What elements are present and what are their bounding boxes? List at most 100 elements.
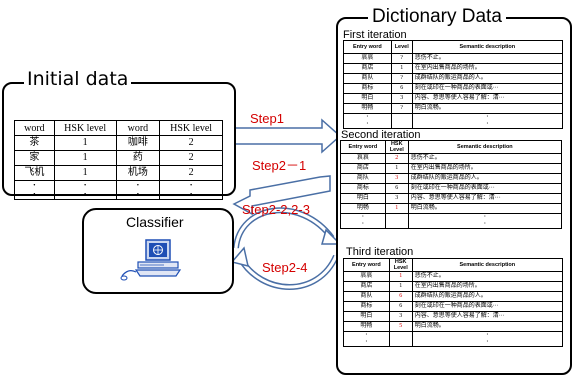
table-cell: · [159, 180, 223, 190]
table-cell: 2 [159, 165, 223, 181]
level-cell [388, 331, 413, 339]
level-cell: 1 [390, 63, 413, 74]
entry-word-cell: 商店 [343, 63, 392, 74]
step1-arrow [232, 118, 342, 154]
table-cell: 家 [14, 150, 55, 166]
table-cell: · [53, 180, 117, 190]
description-cell: 明白流畅。 [411, 321, 564, 332]
entry-word-cell: · [340, 213, 386, 221]
description-cell: 内容、意思等使人容易了解：清··· [411, 93, 564, 104]
description-cell: 成群结队的贩运商品的人。 [411, 73, 564, 84]
level-cell: 6 [388, 301, 413, 312]
step2-1-arrow [232, 175, 331, 216]
entry-word-cell: 哀哀 [340, 153, 386, 164]
entry-word-cell: 明白 [340, 193, 386, 204]
table-row: ·· [340, 221, 563, 229]
table-row: ·· [340, 213, 563, 221]
entry-word-cell: 明畅 [340, 203, 386, 214]
description-cell: · [411, 113, 564, 121]
table-row: ·· [343, 331, 564, 339]
description-cell: 悲伤不止。 [407, 153, 563, 164]
entry-word-cell: 商标 [340, 183, 386, 194]
description-cell: 悲伤不止。 [411, 53, 564, 64]
table-cell: · [115, 190, 161, 200]
level-cell: 5 [388, 321, 413, 332]
classifier-box [82, 208, 234, 294]
step1-label: Step1 [250, 111, 284, 126]
description-cell: 在室内出售商品的场所。 [411, 281, 564, 292]
table-cell: 1 [53, 150, 117, 166]
table-cell: · [14, 190, 55, 200]
description-cell: 成群结队的贩运商品的人。 [407, 173, 563, 184]
entry-word-cell: 明畅 [343, 103, 392, 114]
entry-word-cell: 哀哀 [343, 53, 392, 64]
table-cell: · [115, 180, 161, 190]
description-cell: 刻在或印在一种商品的表面或··· [407, 183, 563, 194]
entry-word-cell: 明畅 [343, 321, 390, 332]
description-cell: 内容、意思等使人容易了解：清··· [407, 193, 563, 204]
table-cell: · [159, 190, 223, 200]
table-cell: 药 [115, 150, 161, 166]
step2-1-label: Step2－1 [252, 158, 307, 173]
entry-word-cell: 商标 [343, 301, 390, 312]
classifier-label: Classifier [126, 214, 184, 230]
table-cell: 2 [159, 150, 223, 166]
level-cell: ? [390, 53, 413, 64]
level-cell: 3 [388, 311, 413, 322]
level-cell: 1 [384, 203, 409, 214]
computer-icon [120, 239, 182, 281]
column-header: HSK level [159, 120, 223, 136]
level-cell [390, 113, 413, 121]
table-row: 哀哀?悲伤不止。 [343, 53, 564, 64]
table-cell: 1 [53, 165, 117, 181]
table-cell: · [53, 190, 117, 200]
entry-word-cell: · [340, 221, 386, 229]
description-cell: 刻在或印在一种商品的表面或··· [411, 83, 564, 94]
initial-data-title: Initial data [24, 70, 132, 89]
table-row: ·· [343, 113, 564, 121]
dictionary-title: Dictionary Data [368, 7, 506, 26]
entry-word-cell: · [343, 113, 392, 121]
level-cell [390, 121, 413, 129]
level-cell: 3 [390, 93, 413, 104]
table-row: ···· [14, 180, 223, 190]
entry-word-cell: · [343, 121, 392, 129]
level-cell: 2 [384, 153, 409, 164]
table-cell: 咖啡 [115, 135, 161, 151]
column-header: word [14, 120, 55, 136]
description-cell: · [411, 331, 564, 339]
description-cell: 悲伤不止。 [411, 271, 564, 282]
level-cell: 1 [388, 281, 413, 292]
level-cell: ? [390, 73, 413, 84]
column-header: word [115, 120, 161, 136]
entry-word-cell: 商队 [343, 291, 390, 302]
column-header: Semantic description [411, 258, 564, 272]
step2-4-label: Step2-4 [262, 260, 308, 275]
entry-word-cell: 商队 [340, 173, 386, 184]
table-cell: 茶 [14, 135, 55, 151]
table-row: 明畅?明白流畅。 [343, 103, 564, 114]
entry-word-cell: 哀哀 [343, 271, 390, 282]
level-cell: 6 [384, 183, 409, 194]
entry-word-cell: 商标 [343, 83, 392, 94]
column-header: Semantic description [407, 140, 563, 154]
table-row: ···· [14, 190, 223, 200]
level-cell: 6 [390, 83, 413, 94]
column-header: Entry word [343, 258, 390, 272]
column-header: HSK Level [384, 140, 409, 154]
